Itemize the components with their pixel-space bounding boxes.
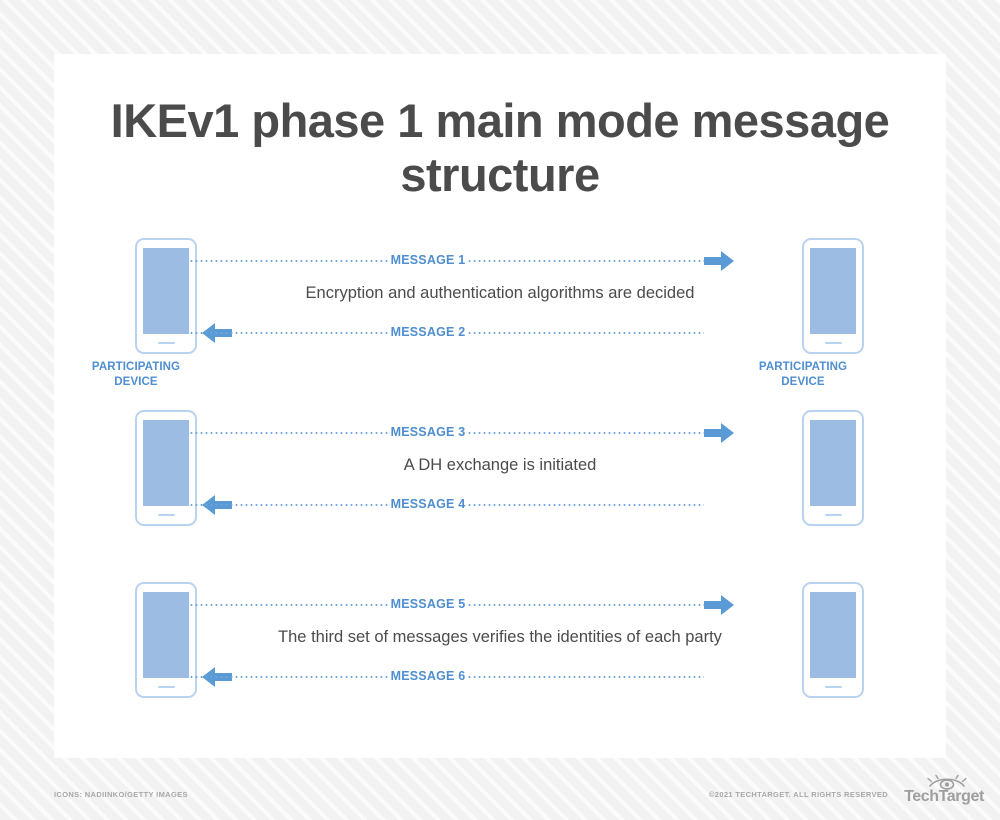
message-exchange-row: PARTICIPATING DEVICE PARTICIPATING DEVIC… [54, 238, 946, 398]
message-label: MESSAGE 2 [390, 325, 466, 339]
message-exchange-row: MESSAGE 5 The third set of messages veri… [54, 582, 946, 742]
row-description: The third set of messages verifies the i… [278, 628, 722, 646]
message-label: MESSAGE 1 [390, 253, 466, 267]
device-label-line-1: PARTICIPATING [758, 361, 848, 373]
dotted-connector-icon [189, 260, 389, 262]
dotted-connector-icon [467, 504, 704, 506]
message-line-outbound: MESSAGE 5 [54, 594, 946, 616]
dotted-connector-icon [189, 432, 389, 434]
icon-credit: ICONS: NADIINKO/GETTY IMAGES [54, 790, 188, 799]
row-description: Encryption and authentication algorithms… [305, 284, 695, 302]
message-line-inbound: MESSAGE 2 [54, 322, 946, 344]
arrow-right-icon [704, 423, 734, 443]
phone-screen-icon [143, 420, 189, 506]
device-label-left: PARTICIPATING DEVICE [51, 360, 221, 390]
device-label-line-2: DEVICE [781, 376, 825, 388]
participating-device-right [802, 582, 864, 698]
device-label-right: PARTICIPATING DEVICE [718, 360, 888, 390]
eye-icon [926, 774, 968, 790]
dotted-connector-icon [467, 676, 704, 678]
device-label-line-1: PARTICIPATING [91, 361, 181, 373]
copyright-notice: ©2021 TECHTARGET. ALL RIGHTS RESERVED [708, 790, 888, 799]
message-line-inbound: MESSAGE 6 [54, 666, 946, 688]
dotted-connector-icon [467, 332, 704, 334]
message-exchange-row: MESSAGE 3 A DH exchange is initiated MES… [54, 410, 946, 570]
device-label-line-2: DEVICE [114, 376, 158, 388]
message-label: MESSAGE 6 [390, 669, 466, 683]
participating-device-right [802, 410, 864, 526]
phone-screen-icon [810, 248, 856, 334]
phone-screen-icon [143, 592, 189, 678]
message-label: MESSAGE 4 [390, 497, 466, 511]
participating-device-right [802, 238, 864, 354]
dotted-connector-icon [467, 604, 704, 606]
arrow-right-icon [704, 595, 734, 615]
phone-screen-icon [143, 248, 189, 334]
dotted-connector-icon [467, 260, 704, 262]
participating-device-left [135, 238, 197, 354]
phone-screen-icon [810, 420, 856, 506]
dotted-connector-icon [467, 432, 704, 434]
content-card: IKEv1 phase 1 main mode message structur… [54, 54, 946, 758]
logo-wordmark: TechTarget [904, 788, 984, 805]
phone-screen-icon [810, 592, 856, 678]
phone-home-indicator-icon [158, 342, 175, 344]
message-line-inbound: MESSAGE 4 [54, 494, 946, 516]
participating-device-left [135, 410, 197, 526]
arrow-right-icon [704, 251, 734, 271]
dotted-connector-icon [189, 676, 389, 678]
dotted-connector-icon [189, 504, 389, 506]
message-line-outbound: MESSAGE 3 [54, 422, 946, 444]
dotted-connector-icon [189, 604, 389, 606]
message-label: MESSAGE 5 [390, 597, 466, 611]
phone-home-indicator-icon [158, 686, 175, 688]
phone-home-indicator-icon [825, 686, 842, 688]
row-description: A DH exchange is initiated [403, 456, 597, 474]
message-line-outbound: MESSAGE 1 [54, 250, 946, 272]
participating-device-left [135, 582, 197, 698]
dotted-connector-icon [189, 332, 389, 334]
phone-home-indicator-icon [825, 514, 842, 516]
phone-home-indicator-icon [158, 514, 175, 516]
phone-home-indicator-icon [825, 342, 842, 344]
techtarget-logo: TechTarget [896, 774, 992, 808]
message-label: MESSAGE 3 [390, 425, 466, 439]
page-title: IKEv1 phase 1 main mode message structur… [110, 94, 890, 201]
